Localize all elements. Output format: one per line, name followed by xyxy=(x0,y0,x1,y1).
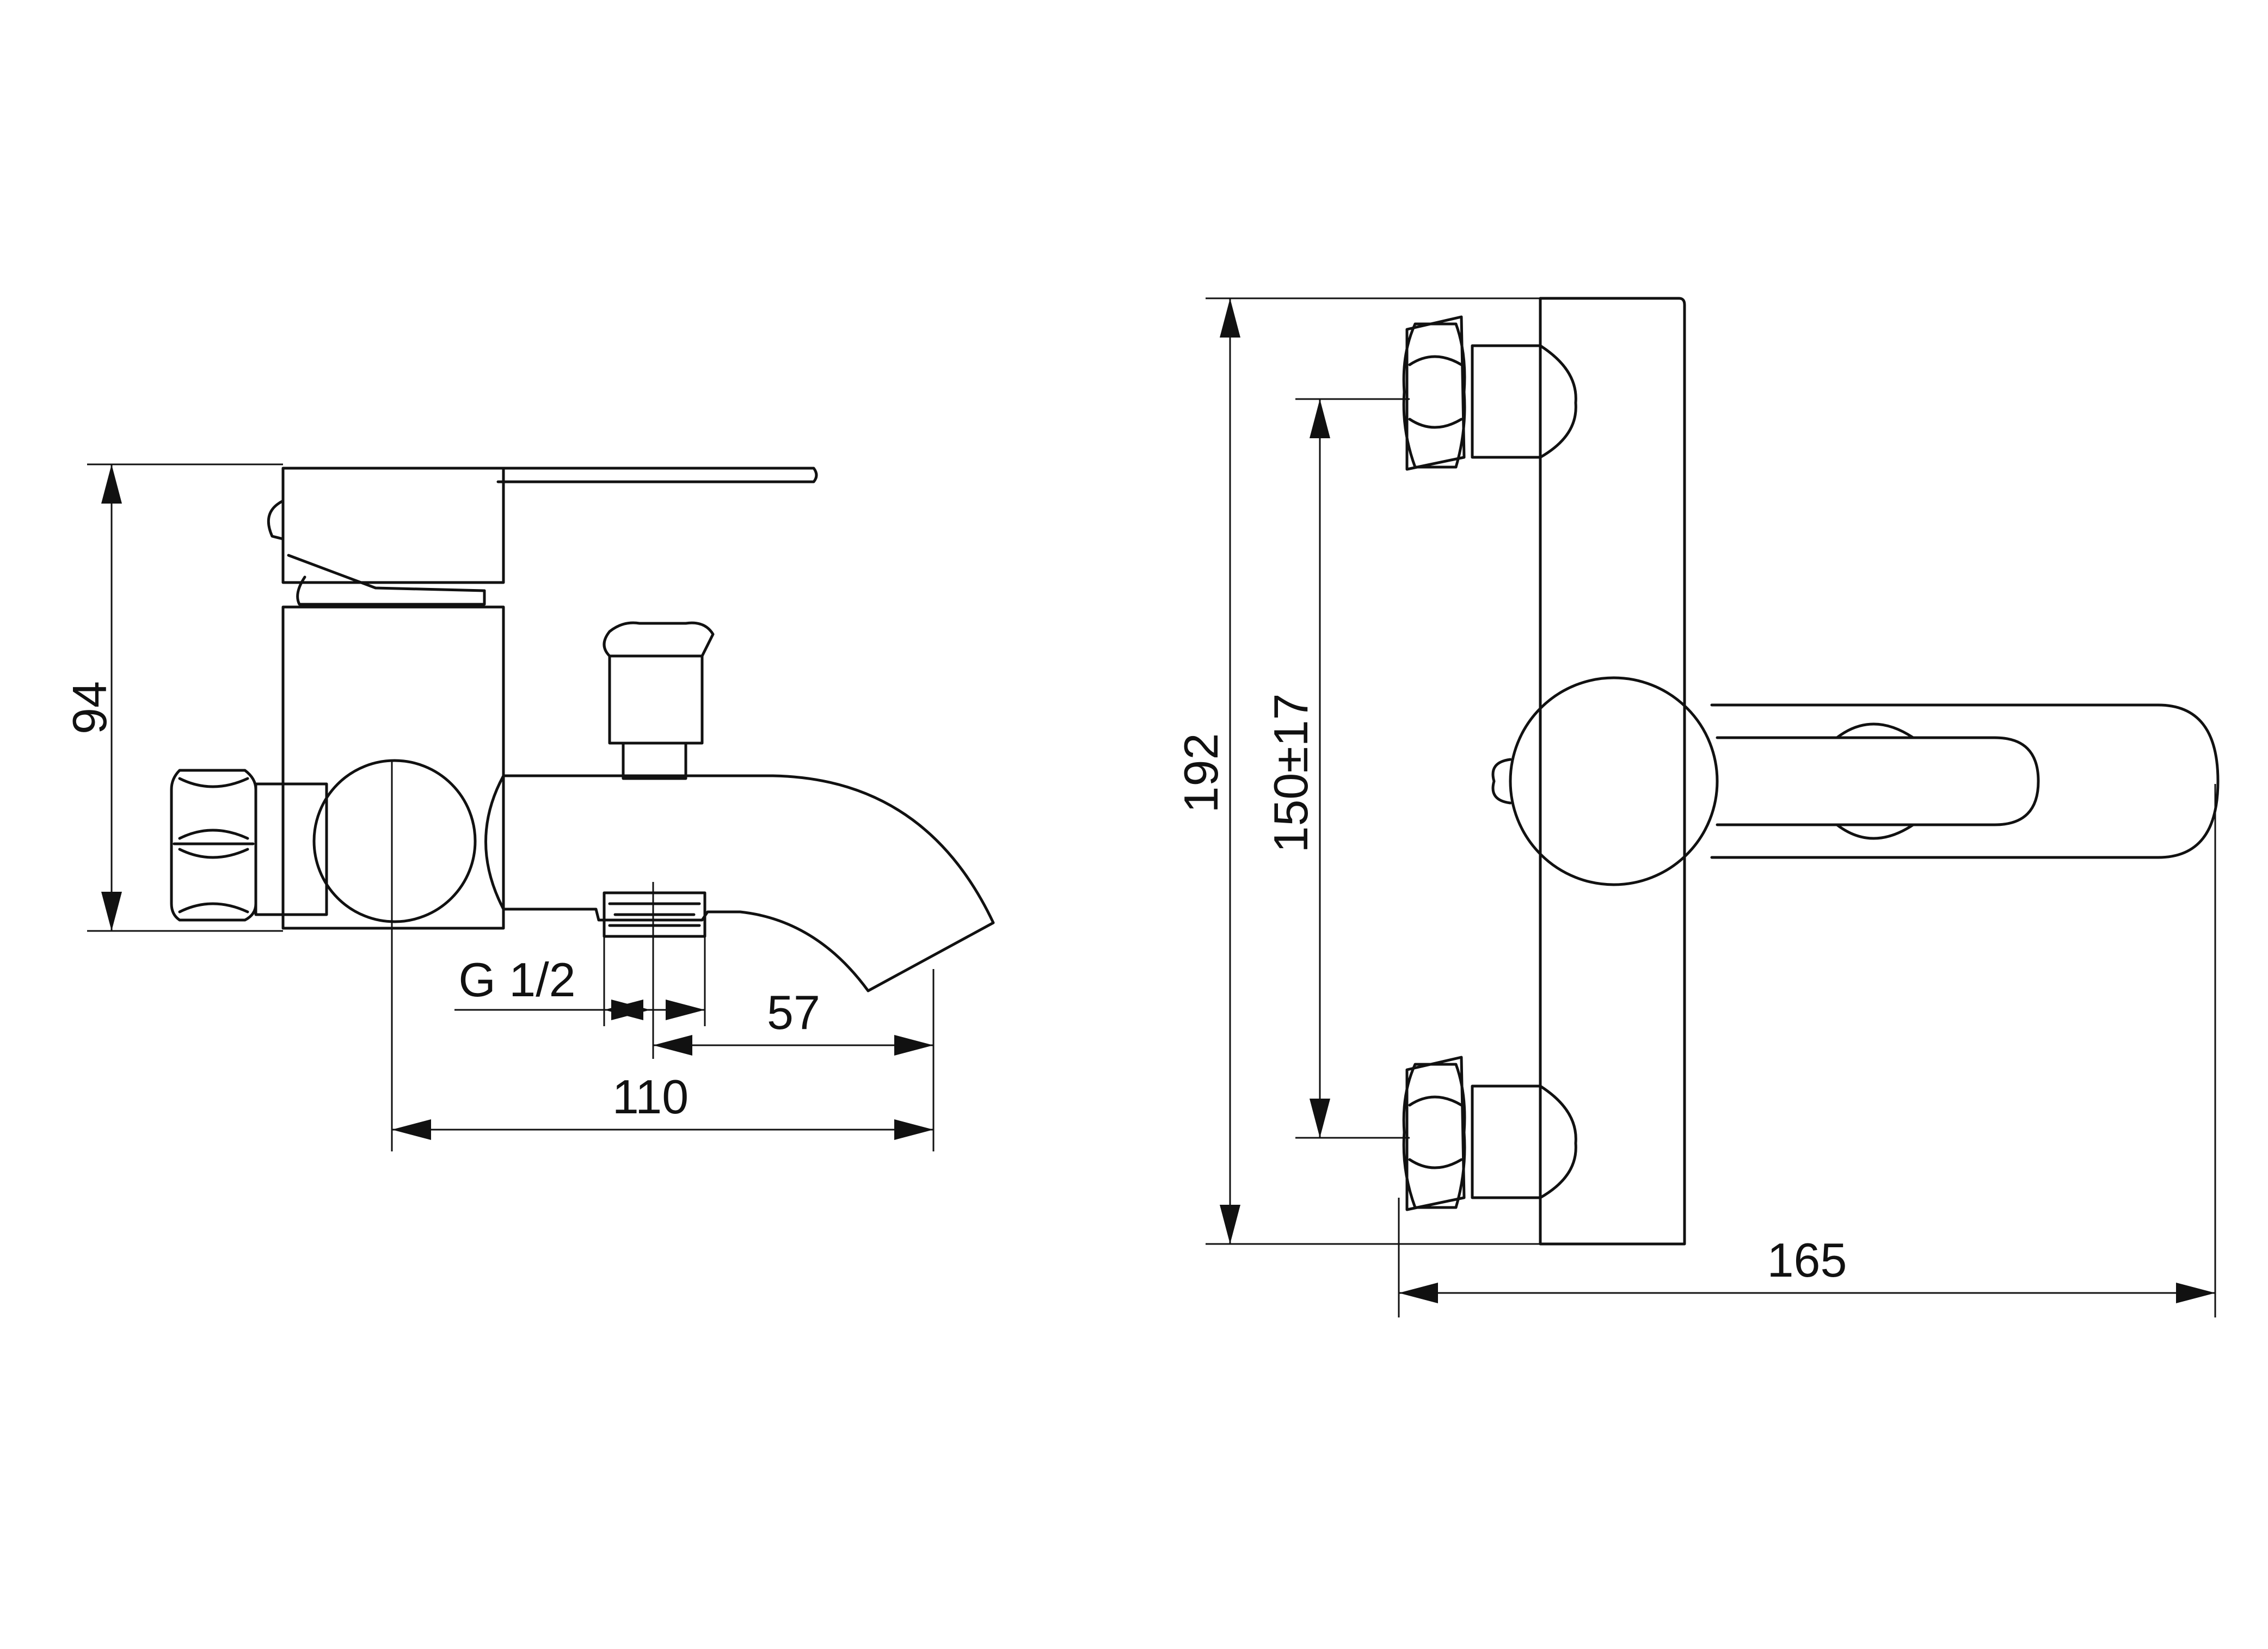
dim-192-height: 192 xyxy=(1174,297,1682,1245)
dim-57-label: 57 xyxy=(767,985,820,1039)
side-outlet-nozzle xyxy=(603,891,706,938)
side-view: 94 G 1/2 57 110 xyxy=(63,463,995,1151)
dim-94-height: 94 xyxy=(63,463,283,932)
dim-192-label: 192 xyxy=(1174,733,1228,813)
side-flange-circle xyxy=(312,759,477,923)
front-top-connector xyxy=(1402,315,1577,471)
front-view: 192 150±17 165 xyxy=(1174,297,2220,1317)
dim-150-label: 150±17 xyxy=(1264,693,1318,853)
dim-g12-thread: G 1/2 xyxy=(454,936,706,1026)
front-lever xyxy=(1491,676,2220,886)
dim-110-depth: 110 xyxy=(391,759,933,1151)
dim-165-label: 165 xyxy=(1767,1233,1847,1287)
side-mixer-body xyxy=(281,605,505,930)
side-diverter-knob xyxy=(603,621,715,780)
dim-110-label: 110 xyxy=(612,1070,689,1124)
side-lever-handle xyxy=(267,467,818,606)
dim-g12-label: G 1/2 xyxy=(458,953,575,1007)
dim-57-offset: 57 xyxy=(652,882,935,1151)
front-bottom-connector xyxy=(1402,1056,1577,1211)
side-spout xyxy=(484,774,995,992)
side-inlet-connector xyxy=(170,769,328,922)
dim-165-width: 165 xyxy=(1398,784,2216,1317)
dim-150-centres: 150±17 xyxy=(1264,398,1410,1139)
dim-94-label: 94 xyxy=(63,681,116,734)
